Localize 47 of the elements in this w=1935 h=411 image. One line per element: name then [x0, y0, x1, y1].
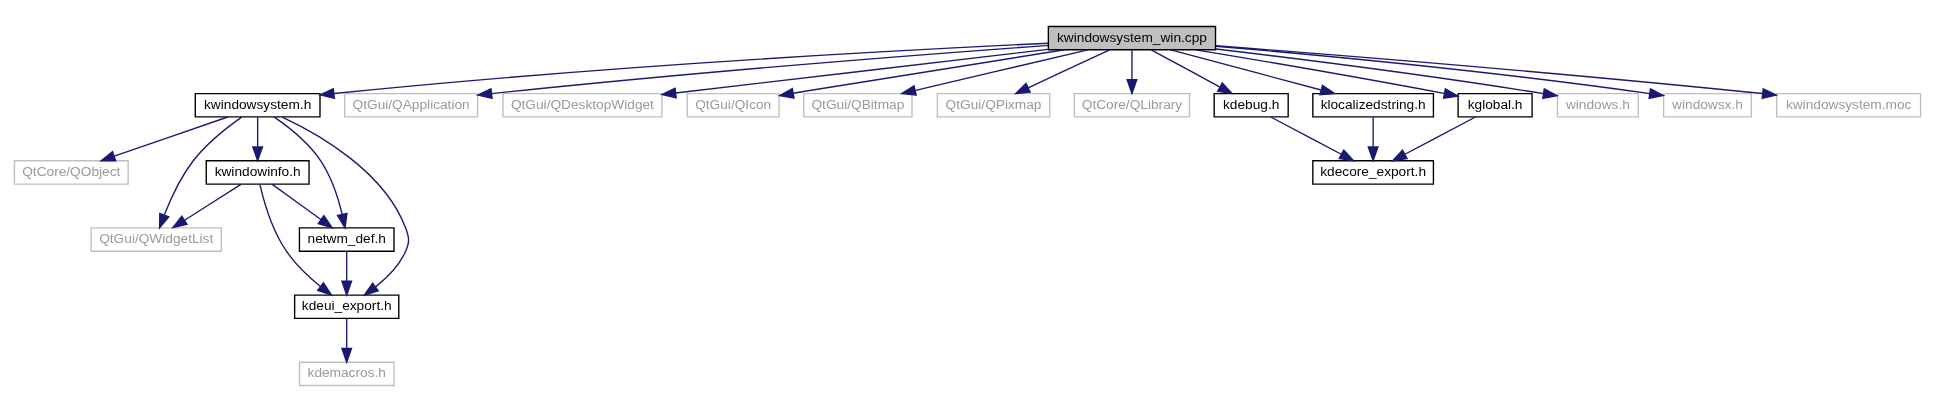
node-box: windows.h — [1556, 92, 1639, 118]
arrow — [1170, 48, 1337, 95]
arrow — [1390, 115, 1477, 162]
node-box: QtCore/QObject — [13, 159, 129, 185]
arrow — [281, 115, 410, 296]
node-box: kdeui_export.h — [293, 293, 400, 319]
arrow — [1013, 48, 1111, 94]
node-box: windowsx.h — [1662, 92, 1753, 118]
arrow — [340, 317, 353, 364]
node-box: kwindowsystem.h — [194, 92, 321, 118]
arrow — [158, 115, 243, 230]
arrow — [659, 48, 1049, 99]
arrow — [1150, 48, 1234, 95]
arrow — [1195, 48, 1460, 99]
node-box: QtGui/QApplication — [344, 92, 479, 118]
arrow — [1215, 47, 1560, 99]
node-box: kdemacros.h — [298, 361, 395, 386]
arrow — [1367, 116, 1379, 163]
arrow — [475, 44, 1049, 99]
node-box: QtGui/QDesktopWidget — [502, 92, 663, 118]
arrow — [1126, 48, 1138, 96]
arrow — [171, 182, 243, 229]
arrow — [340, 250, 353, 297]
arrow — [251, 116, 264, 163]
node-box: QtCore/QLibrary — [1073, 92, 1191, 118]
arrow — [259, 183, 334, 296]
node-box: netwm_def.h — [298, 226, 395, 252]
arrow — [273, 116, 348, 230]
arrow — [777, 48, 1066, 99]
node-box: QtGui/QIcon — [686, 92, 780, 118]
node-box: klocalizedstring.h — [1312, 92, 1435, 118]
node-box: kwindowsystem.moc — [1776, 92, 1922, 118]
arrow — [318, 42, 1049, 99]
node-box: kwindowsystem_win.cpp — [1047, 25, 1217, 50]
node-box: QtGui/QBitmap — [803, 92, 913, 118]
node-box: kdecore_export.h — [1312, 159, 1435, 185]
arrow — [1215, 45, 1666, 99]
node-box: kwindowinfo.h — [205, 159, 310, 185]
arrow — [271, 182, 334, 229]
node-box: QtGui/QWidgetList — [90, 226, 222, 252]
node-box: QtGui/QPixmap — [936, 92, 1051, 118]
arrow — [1215, 44, 1779, 99]
node-box: kdebug.h — [1213, 92, 1289, 118]
node-box: kglobal.h — [1457, 92, 1533, 118]
arrow — [1270, 115, 1356, 162]
arrow — [899, 48, 1089, 96]
arrow — [99, 115, 229, 161]
